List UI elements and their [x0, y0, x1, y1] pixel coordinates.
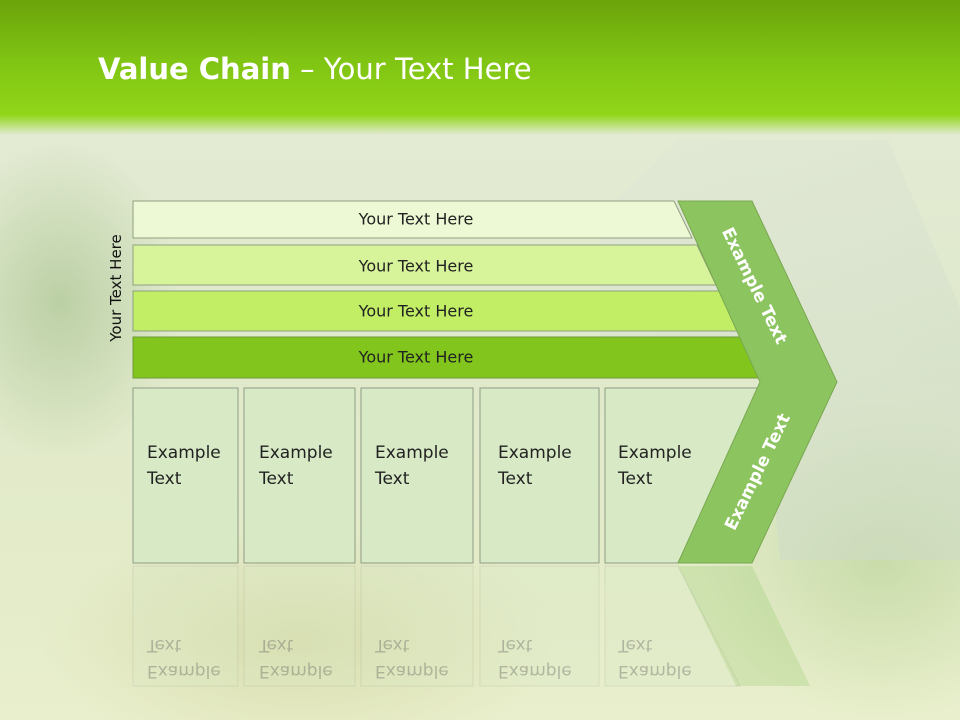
row-label-3: Your Text Here — [358, 301, 474, 321]
chevron-reflection — [678, 566, 810, 686]
header-bar — [0, 0, 960, 135]
box-reflections — [132, 565, 741, 687]
box-3 — [360, 387, 474, 564]
title-bold: Value Chain — [98, 52, 291, 86]
box-label-reflection-1: Example Text — [147, 635, 221, 681]
box-label-reflection-5: Example Text — [618, 635, 692, 681]
box-label-reflection-2: Example Text — [259, 635, 333, 681]
box-label-5: Example Text — [618, 443, 692, 489]
slide-title: Value Chain – Your Text Here — [98, 52, 532, 86]
box-label-reflection-4: Example Text — [498, 635, 572, 681]
box-4 — [479, 387, 600, 564]
title-rest: – Your Text Here — [290, 52, 532, 86]
box-1 — [132, 387, 239, 564]
row-label-1: Your Text Here — [358, 209, 474, 229]
box-label-3: Example Text — [375, 443, 449, 489]
chevron-shape — [677, 200, 838, 564]
box-label-2: Example Text — [259, 443, 333, 489]
box-label-1: Example Text — [147, 443, 221, 489]
row-label-4: Your Text Here — [358, 347, 474, 367]
box-label-reflection-3: Example Text — [375, 635, 449, 681]
row-label-2: Your Text Here — [358, 256, 474, 276]
row-bar-1 — [132, 200, 693, 239]
box-label-4: Example Text — [498, 443, 572, 489]
box-2 — [243, 387, 356, 564]
